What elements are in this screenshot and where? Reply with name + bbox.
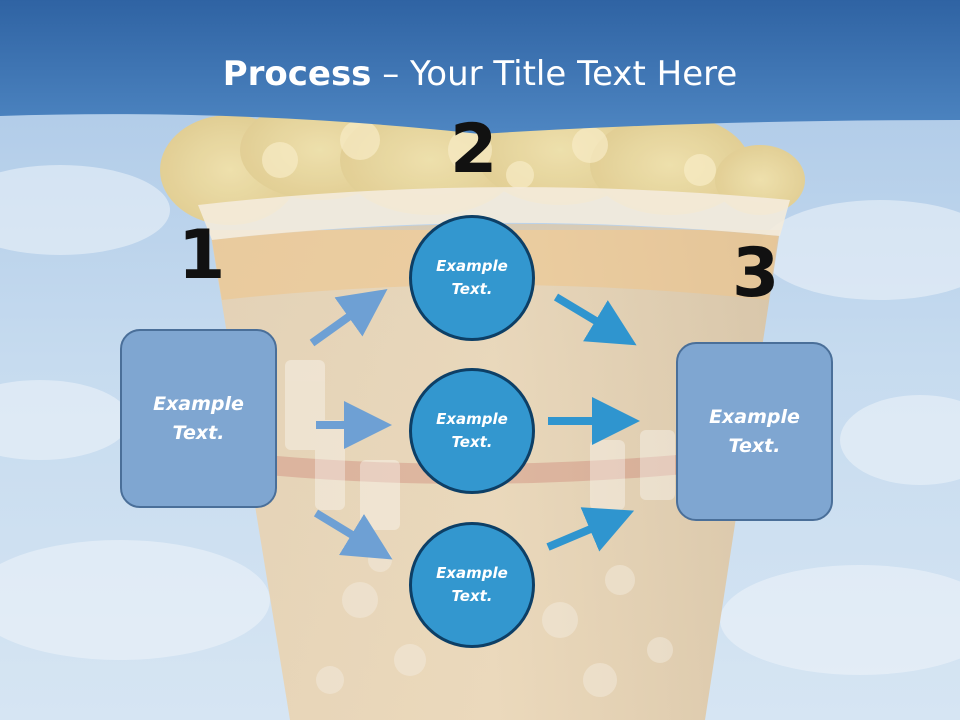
title-rest: – Your Title Text Here xyxy=(371,54,738,94)
step-number-1: 1 xyxy=(178,216,226,295)
step-number-3: 3 xyxy=(732,234,780,313)
arrow-to-circle-top xyxy=(309,289,388,347)
circle-top[interactable]: Example Text. xyxy=(409,215,535,341)
arrow-to-circle-bottom xyxy=(313,509,393,560)
arrow-from-circle-top xyxy=(553,293,637,346)
circle-top-text: Example Text. xyxy=(436,257,508,298)
right-step-box[interactable]: Example Text. xyxy=(676,342,833,521)
circle-middle[interactable]: Example Text. xyxy=(409,368,535,494)
circle-middle-text: Example Text. xyxy=(436,410,508,451)
right-step-text: Example Text. xyxy=(709,405,800,457)
circle-bottom[interactable]: Example Text. xyxy=(409,522,535,648)
left-step-box[interactable]: Example Text. xyxy=(120,329,277,508)
arrow-from-circle-bottom xyxy=(546,507,635,552)
slide-title: Process – Your Title Text Here xyxy=(0,52,960,96)
step-number-2: 2 xyxy=(450,110,498,189)
left-step-text: Example Text. xyxy=(153,392,244,444)
circle-bottom-text: Example Text. xyxy=(436,564,508,605)
title-bold: Process xyxy=(222,54,372,94)
